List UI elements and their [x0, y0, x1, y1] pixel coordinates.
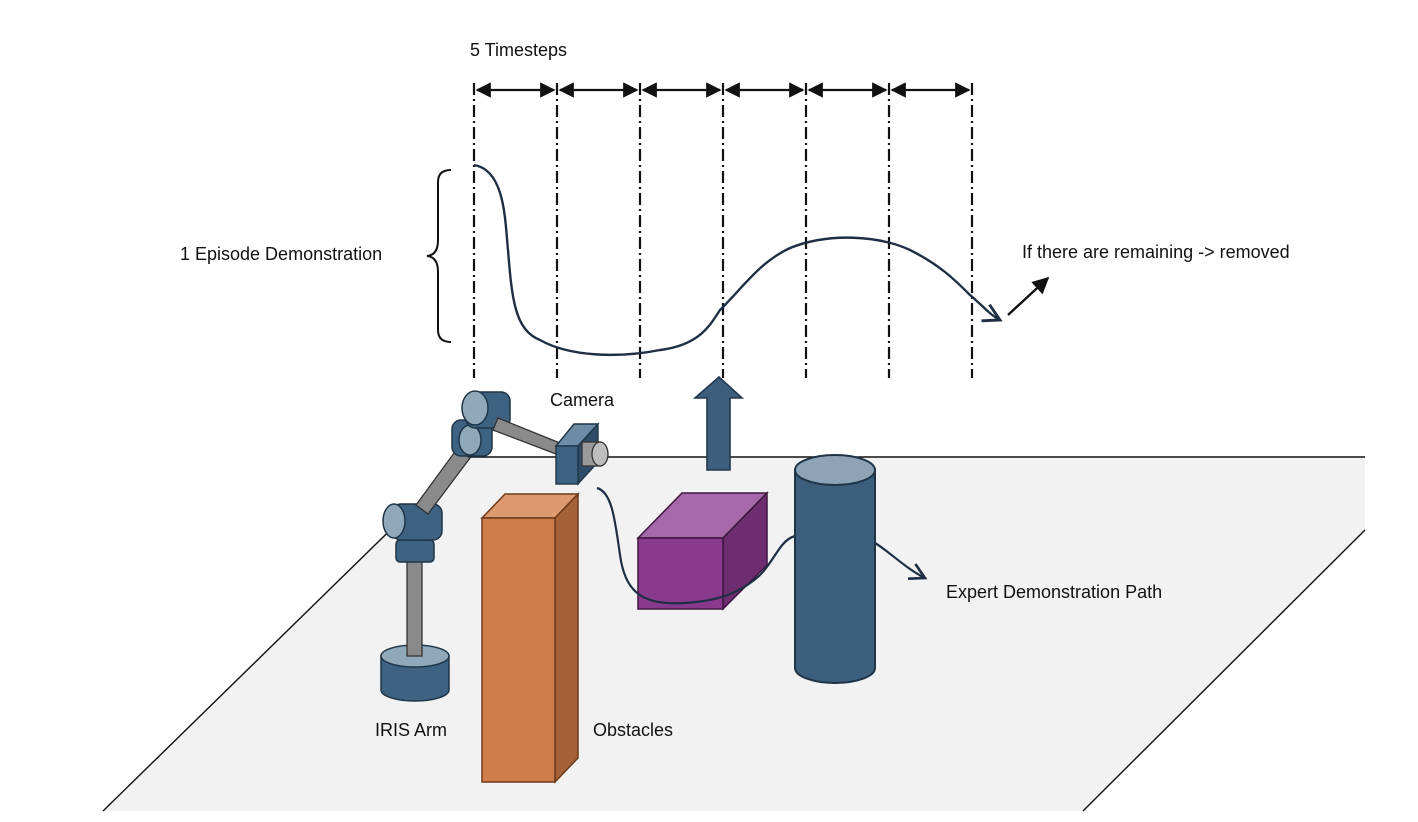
remaining-label: If there are remaining -> removed [1022, 242, 1290, 262]
up-arrow-icon [692, 375, 745, 471]
expert-path [596, 486, 796, 605]
cylinder-obstacle [794, 454, 876, 684]
timestep-markers [472, 82, 974, 378]
orange-obstacle [480, 492, 580, 784]
robot-arm-icon [380, 390, 561, 702]
arm-label: IRIS Arm [375, 720, 447, 740]
camera-icon [554, 422, 609, 486]
obstacles-label: Obstacles [593, 720, 673, 740]
floor-edge-right [1082, 529, 1366, 812]
trajectory-curve [473, 163, 1003, 357]
removal-arrow [1007, 276, 1050, 316]
episode-brace [426, 169, 452, 343]
expert-path-tail [874, 542, 928, 581]
episode-label: 1 Episode Demonstration [180, 244, 382, 264]
expert-path-label: Expert Demonstration Path [946, 582, 1162, 602]
purple-target-box [636, 491, 769, 611]
camera-label: Camera [550, 390, 615, 410]
timesteps-label: 5 Timesteps [470, 40, 567, 60]
